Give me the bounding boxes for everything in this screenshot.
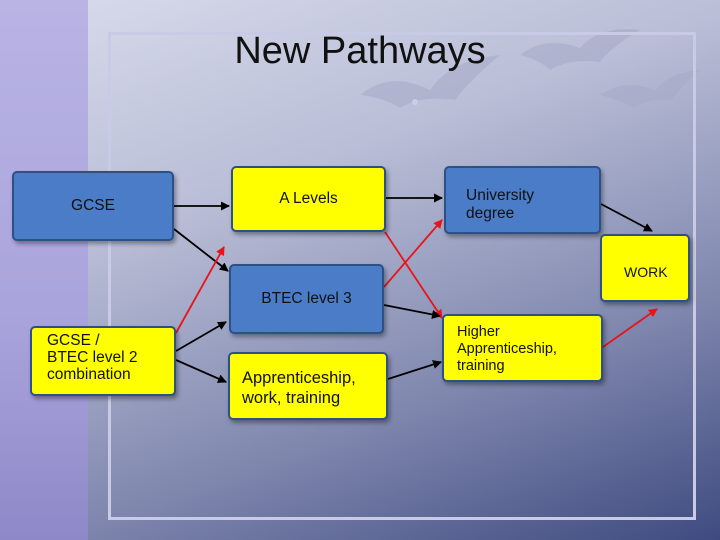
btec-level-3-label: BTEC level 3 [261, 290, 352, 307]
university-degree-label: University degree [466, 187, 535, 222]
gcse-label: GCSE [71, 197, 115, 214]
arrow-gcse-to-btec3 [173, 228, 229, 272]
a-levels-box: A Levels [231, 166, 386, 232]
apprenticeship-label: Apprenticeship, work, training [242, 369, 356, 407]
left-accent-strip [0, 0, 88, 540]
work-box: WORK [600, 234, 690, 302]
apprenticeship-box: Apprenticeship, work, training [228, 352, 388, 420]
arrow-apprenticeship-to-higher [387, 360, 442, 380]
gcse-box: GCSE [12, 171, 174, 241]
gcse-btec-combination-label: GCSE / BTEC level 2 combination [47, 332, 138, 383]
page-title: New Pathways [234, 30, 486, 72]
arrow-gcsebtec-to-apprenticeship [175, 359, 227, 383]
arrow-btec3-to-university [383, 219, 443, 288]
btec-level-3-box: BTEC level 3 [229, 264, 384, 334]
higher-apprenticeship-box: Higher Apprenticeship, training [442, 314, 603, 382]
arrow-alevels-to-higher [384, 231, 443, 319]
arrow-higher-to-work [602, 308, 658, 348]
arrow-btec3-to-higher [383, 304, 441, 319]
arrow-university-to-work [600, 203, 653, 232]
higher-apprenticeship-label: Higher Apprenticeship, training [457, 324, 557, 374]
work-label: WORK [624, 264, 668, 280]
slide-frame [108, 32, 696, 520]
university-degree-box: University degree [444, 166, 601, 234]
gcse-btec-combination-box: GCSE / BTEC level 2 combination [30, 326, 176, 396]
arrow-gcsebtec-to-alevels [175, 246, 225, 334]
a-levels-label: A Levels [279, 190, 338, 207]
arrow-gcsebtec-to-btec3 [175, 321, 227, 352]
